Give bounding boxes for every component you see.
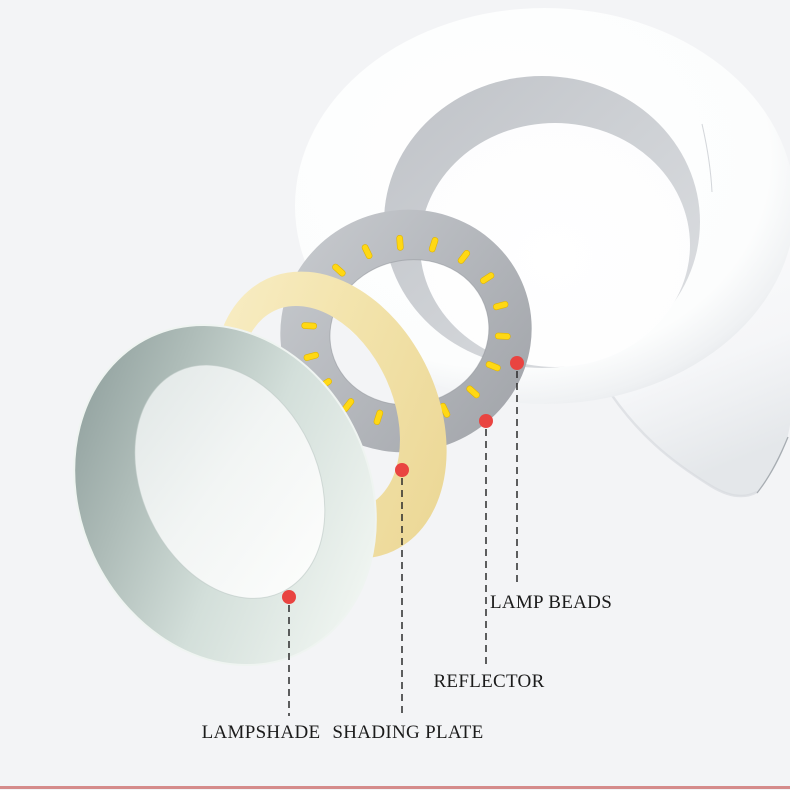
- marker-dots: [282, 356, 524, 604]
- led-bead: [457, 249, 471, 264]
- lamp-ring-seam-line: [701, 123, 713, 193]
- label-shading-plate: SHADING PLATE: [332, 722, 484, 743]
- label-reflector: REFLECTOR: [433, 671, 545, 692]
- marker-dot-lamp-beads: [510, 356, 524, 370]
- lamp-arm-edge-shadow: [601, 381, 758, 498]
- label-lampshade: LAMPSHADE: [201, 722, 321, 743]
- marker-dot-lampshade: [282, 590, 296, 604]
- led-bead: [396, 234, 404, 251]
- bottom-accent-line: [0, 786, 790, 789]
- lamp-body: [295, 8, 790, 498]
- led-bead: [332, 263, 346, 277]
- led-bead: [361, 244, 373, 260]
- reflector-ring: [280, 209, 532, 453]
- led-bead: [493, 301, 509, 311]
- led-bead: [373, 409, 384, 425]
- marker-dot-reflector: [479, 414, 493, 428]
- led-bead: [494, 332, 511, 340]
- led-beads: [301, 234, 511, 428]
- led-bead: [303, 351, 319, 361]
- lampshade-opening: [134, 364, 326, 599]
- leader-lines: [288, 371, 518, 716]
- led-bead: [480, 272, 495, 284]
- led-bead: [485, 361, 501, 372]
- lampshade: [73, 323, 377, 667]
- led-bead: [301, 322, 318, 330]
- led-bead: [466, 385, 480, 399]
- lamp-neck-seam-line: [756, 436, 789, 494]
- led-bead: [428, 237, 439, 253]
- marker-dot-shading-plate: [395, 463, 409, 477]
- label-lamp-beads: LAMP BEADS: [489, 592, 613, 613]
